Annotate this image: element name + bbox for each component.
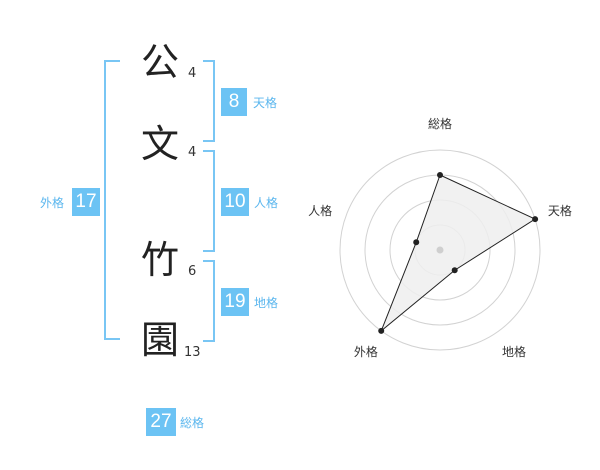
radar-point-2 <box>532 216 539 223</box>
jinkaku-bracket <box>203 150 215 252</box>
radar-axis-label-3: 地格 <box>502 344 526 359</box>
jinkaku-value: 10 <box>221 188 249 216</box>
gaikaku-bracket-top <box>104 60 120 62</box>
radar-point-5 <box>413 239 420 246</box>
radar-point-1 <box>437 172 443 178</box>
name-char-1: 公 <box>140 40 179 84</box>
gaikaku-bracket-line <box>104 60 106 340</box>
chikaku-value: 19 <box>221 288 249 316</box>
tenkaku-bracket <box>203 60 215 142</box>
chikaku-label: 地格 <box>254 296 279 310</box>
stroke-count-4: 13 <box>184 345 201 360</box>
radar-axis-label-5: 人格 <box>308 203 332 218</box>
radar-axis-label-2: 天格 <box>548 203 572 218</box>
radar-point-3 <box>451 267 458 274</box>
jinkaku-label: 人格 <box>254 196 279 210</box>
radar-area <box>380 174 537 332</box>
radar-axis-label-4: 外格 <box>354 344 378 359</box>
radar-points <box>378 172 539 334</box>
gaikaku-value: 17 <box>72 188 100 216</box>
stroke-count-1: 4 <box>188 66 197 81</box>
tenkaku-value: 8 <box>221 88 247 116</box>
radar-axis-label-1: 総格 <box>428 116 452 131</box>
radar-point-4 <box>378 327 385 334</box>
soukaku-value: 27 <box>146 408 176 436</box>
chikaku-bracket <box>203 260 215 342</box>
name-char-2: 文 <box>140 122 179 166</box>
name-char-3: 竹 <box>140 238 179 282</box>
name-char-4: 園 <box>140 318 179 362</box>
radar-ring-4 <box>339 149 541 351</box>
gaikaku-bracket-bottom <box>104 338 120 340</box>
radar-center-dot <box>436 246 444 254</box>
tenkaku-label: 天格 <box>253 96 278 110</box>
stroke-count-3: 6 <box>188 264 197 279</box>
gaikaku-label: 外格 <box>40 196 65 210</box>
stroke-count-2: 4 <box>188 145 197 160</box>
soukaku-label: 総格 <box>180 416 205 430</box>
